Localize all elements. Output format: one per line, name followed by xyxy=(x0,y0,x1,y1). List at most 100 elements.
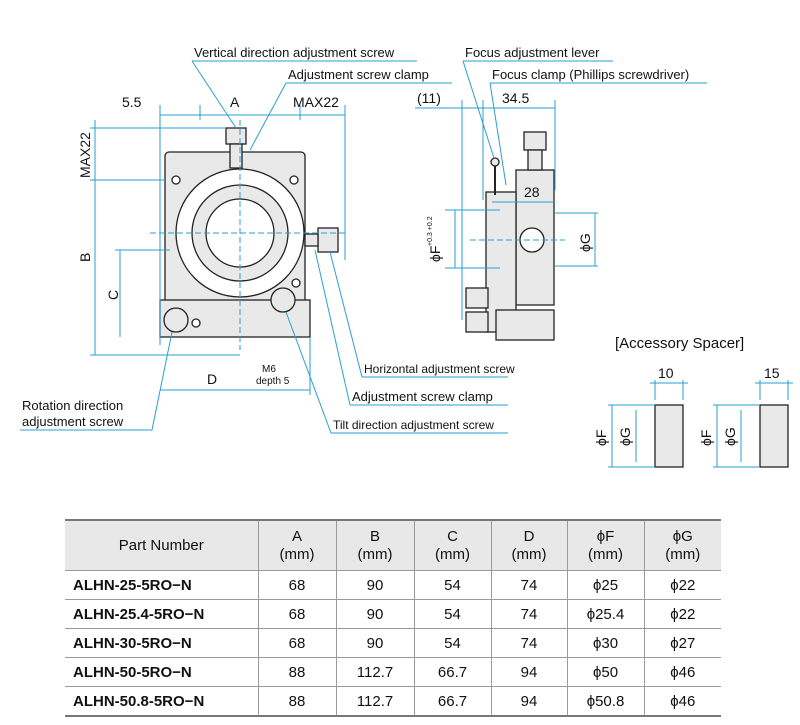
spacer-15 xyxy=(759,404,789,468)
dim-a: A xyxy=(230,94,240,110)
side-screw-shaft xyxy=(527,149,543,171)
callout-focus-clamp: Focus clamp (Phillips screwdriver) xyxy=(492,67,689,82)
callout-rotation-screw-2: adjustment screw xyxy=(22,414,124,429)
column-header-label: C xyxy=(447,527,458,545)
column-header-unit: (mm) xyxy=(511,545,547,563)
dim-max22-top: MAX22 xyxy=(293,94,339,110)
column-header-label: ϕF xyxy=(596,527,615,545)
table-cell: 74 xyxy=(490,628,567,658)
part-number-cell: ALHN-25-5RO−N xyxy=(65,570,258,600)
table-cell: 90 xyxy=(335,599,414,629)
column-header: Part Number xyxy=(65,519,258,571)
accessory-spacer: [Accessory Spacer] 10 15 ϕF ϕG ϕF ϕG xyxy=(593,335,793,468)
table-cell: 68 xyxy=(257,599,336,629)
column-header: ϕG(mm) xyxy=(643,519,721,571)
dim-phi-f: ϕF xyxy=(427,246,443,262)
spacer-10 xyxy=(654,404,684,468)
table-cell: 88 xyxy=(257,657,336,687)
table-cell: ϕ50.8 xyxy=(566,686,644,717)
front-view: 5.5 A MAX22 MAX22 B C D M6 depth 5 Verti… xyxy=(20,45,515,434)
table-cell: ϕ46 xyxy=(643,657,721,687)
side-screw-knob xyxy=(523,131,547,151)
table-cell: 54 xyxy=(413,599,491,629)
horizontal-screw-shaft xyxy=(304,233,319,247)
rotation-screw xyxy=(163,307,189,333)
side-base xyxy=(495,309,555,341)
dim-d: D xyxy=(207,371,217,387)
dim-max22-side: MAX22 xyxy=(77,132,93,178)
table-cell: ϕ30 xyxy=(566,628,644,658)
dim-tolerance: +0.3 +0.2 xyxy=(427,216,434,246)
spacer-phi-g: ϕG xyxy=(722,427,738,446)
table-cell: 90 xyxy=(335,628,414,658)
column-header-label: Part Number xyxy=(118,536,204,554)
column-header-label: B xyxy=(369,527,380,545)
table-cell: 68 xyxy=(257,628,336,658)
screw-hole xyxy=(289,175,299,185)
column-header: B(mm) xyxy=(335,519,414,571)
table-cell: 94 xyxy=(490,657,567,687)
table-cell: 112.7 xyxy=(335,657,414,687)
callout-screw-clamp-top: Adjustment screw clamp xyxy=(288,67,429,82)
side-ring xyxy=(485,191,517,333)
table-cell: 94 xyxy=(490,686,567,717)
spacer-phi-g: ϕG xyxy=(617,427,633,446)
spacer-width-10: 10 xyxy=(658,365,674,381)
tilt-screw xyxy=(270,287,296,313)
dim-28: 28 xyxy=(524,184,540,200)
vertical-screw-shaft xyxy=(229,143,243,169)
column-header: C(mm) xyxy=(413,519,491,571)
table-cell: 54 xyxy=(413,628,491,658)
column-header-unit: (mm) xyxy=(435,545,470,563)
side-clamp-hole xyxy=(519,227,545,253)
table-cell: 54 xyxy=(413,570,491,600)
column-header-label: A xyxy=(291,527,302,545)
column-header: A(mm) xyxy=(257,519,336,571)
part-number-cell: ALHN-50.8-5RO−N xyxy=(65,686,258,717)
table-cell: 112.7 xyxy=(335,686,414,717)
side-view: (11) 34.5 28 ϕF +0.3 +0.2 ϕG Focus adjus… xyxy=(415,45,707,341)
part-number-cell: ALHN-50-5RO−N xyxy=(65,657,258,687)
table-cell: 88 xyxy=(257,686,336,717)
column-header-unit: (mm) xyxy=(588,545,623,563)
column-header: ϕF(mm) xyxy=(566,519,644,571)
callout-rotation-screw-1: Rotation direction xyxy=(22,398,123,413)
column-header-unit: (mm) xyxy=(357,545,393,563)
dim-depth: depth 5 xyxy=(256,376,290,387)
dim-c: C xyxy=(105,290,121,300)
table-cell: ϕ22 xyxy=(643,570,721,600)
column-header-unit: (mm) xyxy=(665,545,701,563)
spacer-phi-f: ϕF xyxy=(593,430,609,446)
callout-focus-lever: Focus adjustment lever xyxy=(465,45,600,60)
column-header-label: ϕG xyxy=(672,527,693,545)
screw-hole xyxy=(171,175,181,185)
spacer-phi-f: ϕF xyxy=(698,430,714,446)
table-cell: 90 xyxy=(335,570,414,600)
screw-hole xyxy=(291,278,301,288)
column-header-label: D xyxy=(523,527,535,545)
dim-b: B xyxy=(77,253,93,262)
table-cell: 68 xyxy=(257,570,336,600)
callout-horizontal-screw: Horizontal adjustment screw xyxy=(364,362,515,376)
horizontal-screw-knob xyxy=(317,227,339,253)
column-header: D(mm) xyxy=(490,519,567,571)
dim-phi-g: ϕG xyxy=(577,233,593,252)
table-cell: 74 xyxy=(490,570,567,600)
side-knob xyxy=(465,311,489,333)
part-number-cell: ALHN-25.4-5RO−N xyxy=(65,599,258,629)
dim-11: (11) xyxy=(417,90,441,106)
dim-34-5: 34.5 xyxy=(502,90,529,106)
column-header-unit: (mm) xyxy=(279,545,315,563)
side-knob xyxy=(465,287,489,309)
technical-drawing: 5.5 A MAX22 MAX22 B C D M6 depth 5 Verti… xyxy=(20,45,793,468)
dim-5-5: 5.5 xyxy=(122,94,142,110)
dim-m6: M6 xyxy=(262,364,276,375)
part-number-cell: ALHN-30-5RO−N xyxy=(65,628,258,658)
